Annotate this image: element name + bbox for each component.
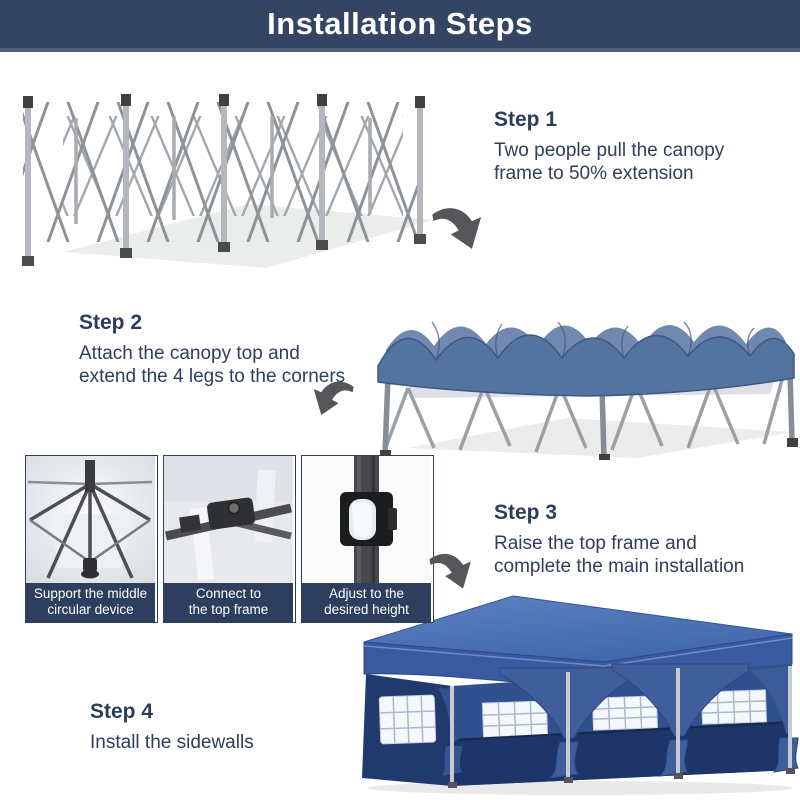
curved-arrow-down-right-icon — [424, 547, 482, 603]
step-1-title: Step 1 — [494, 108, 558, 131]
step-2-title: Step 2 — [79, 311, 143, 334]
step-2-description: Attach the canopy top and extend the 4 l… — [79, 343, 346, 388]
step-1-text: Step 1 Two people pull the canopy frame … — [494, 108, 724, 185]
curved-arrow-down-left-icon — [304, 374, 358, 430]
step-1-frame-illustration — [8, 74, 438, 270]
detail-panel-connect-top-frame: Connect to the top frame — [163, 455, 296, 624]
header-banner: Installation Steps — [0, 0, 800, 52]
height-adjuster-button-icon — [302, 456, 431, 583]
half-extended-frame-image — [22, 94, 434, 268]
detail-panel-support-middle: Support the middle circular device — [25, 455, 158, 624]
step-4-finished-tent-illustration — [350, 588, 800, 798]
step-3-title: Step 3 — [494, 501, 558, 524]
step-3-description: Raise the top frame and complete the mai… — [494, 533, 745, 578]
step-4-description: Install the sidewalls — [90, 732, 254, 753]
top-frame-connector-icon — [164, 456, 293, 583]
detail-panel-caption: Adjust to the desired height — [302, 583, 431, 623]
curved-arrow-down-right-icon — [427, 199, 493, 267]
finished-canopy-image — [362, 595, 799, 795]
detail-panel-caption: Support the middle circular device — [26, 583, 155, 623]
step-2-text: Step 2 Attach the canopy top and extend … — [79, 311, 345, 388]
step-4-title: Step 4 — [90, 700, 154, 723]
page-title: Installation Steps — [267, 6, 533, 41]
detail-panel-caption: Connect to the top frame — [164, 583, 293, 623]
step-3-text: Step 3 Raise the top frame and complete … — [494, 501, 744, 578]
step-4-text: Step 4 Install the sidewalls — [90, 700, 254, 754]
canopy-underside-hub-icon — [26, 456, 155, 583]
step-3-detail-panels: Support the middle circular device Conne… — [25, 455, 434, 624]
canopy-top-draped-image — [377, 321, 798, 463]
detail-panel-adjust-height: Adjust to the desired height — [301, 455, 434, 624]
step-2-canopy-draped-illustration — [372, 280, 800, 463]
step-1-description: Two people pull the canopy frame to 50% … — [494, 140, 725, 185]
